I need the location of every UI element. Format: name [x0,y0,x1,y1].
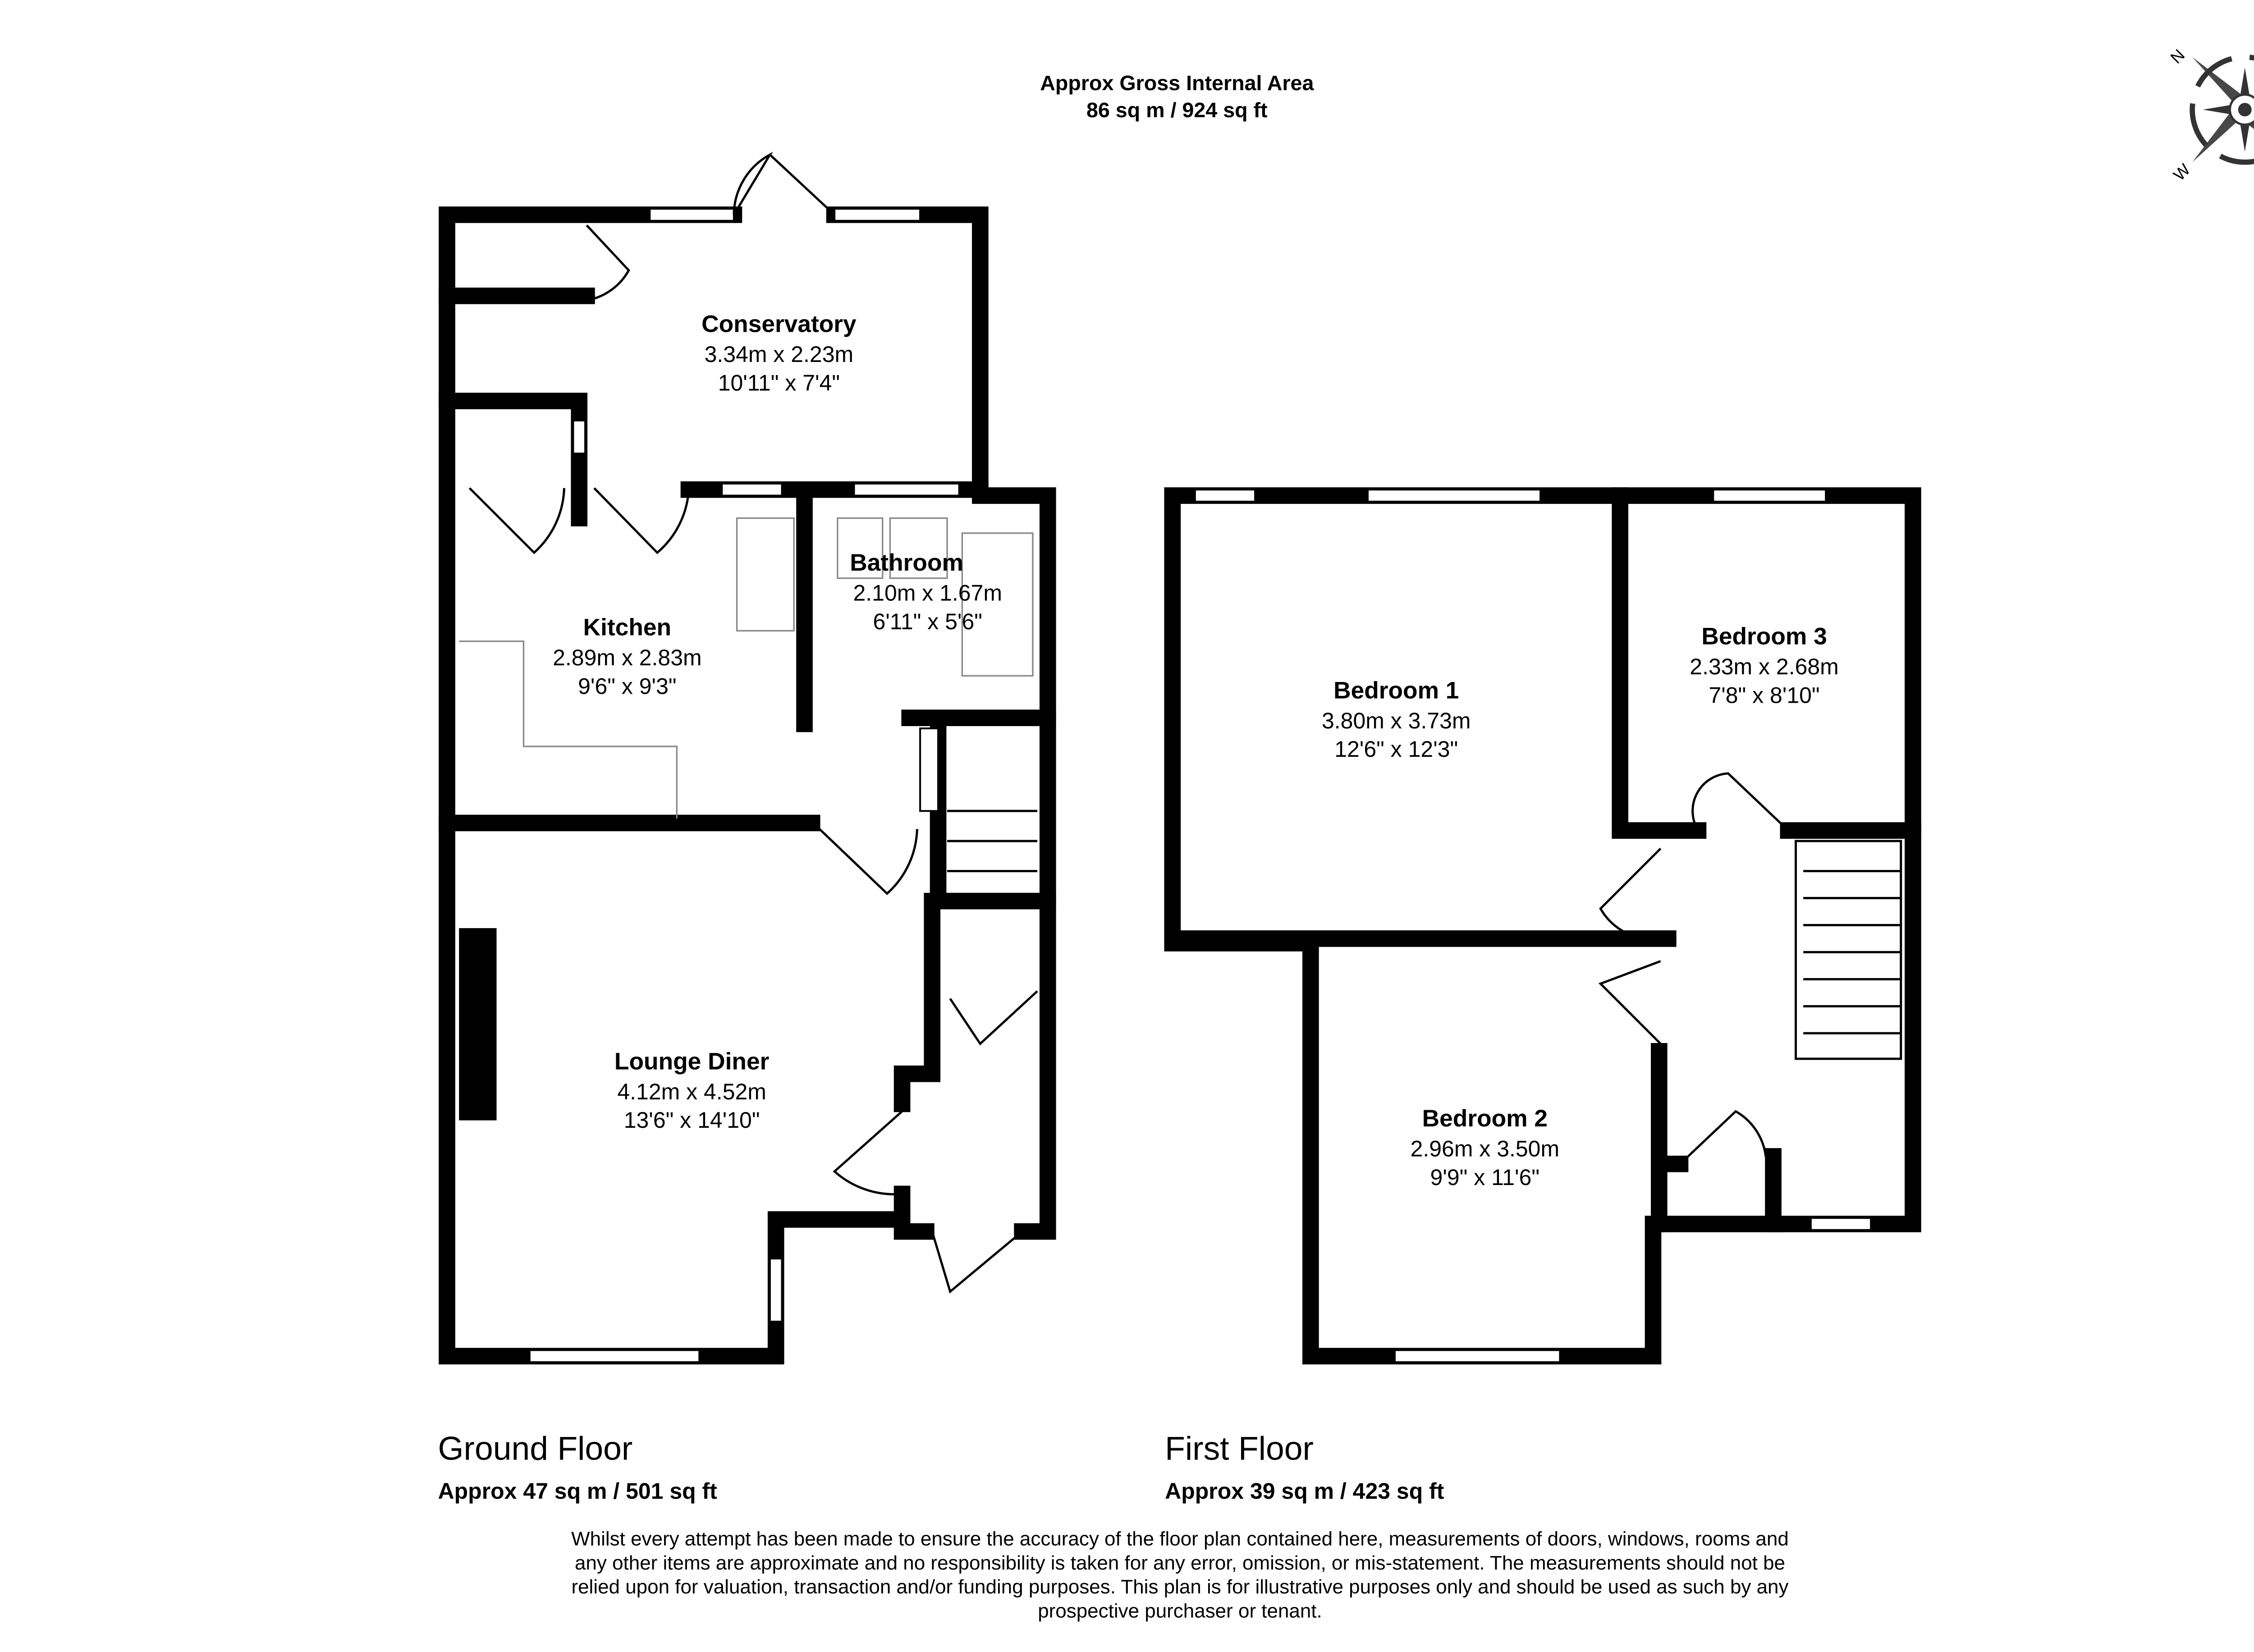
svg-text:9'6" x 9'3": 9'6" x 9'3" [578,673,676,699]
svg-text:2.96m x 3.50m: 2.96m x 3.50m [1411,1136,1560,1162]
svg-text:Whilst every attempt has been: Whilst every attempt has been made to en… [571,1528,1789,1550]
svg-text:10'11" x 7'4": 10'11" x 7'4" [718,370,840,395]
ground-floor-walls [439,151,1056,1364]
svg-text:Lounge Diner: Lounge Diner [614,1048,769,1075]
svg-text:Bedroom 2: Bedroom 2 [1422,1105,1548,1132]
gross-area-value: 86 sq m / 924 sq ft [1086,98,1268,122]
svg-text:12'6" x 12'3": 12'6" x 12'3" [1334,737,1458,762]
room-kitchen: Kitchen 2.89m x 2.83m 9'6" x 9'3" [553,614,702,699]
svg-text:9'9" x 11'6": 9'9" x 11'6" [1430,1165,1540,1190]
first-floor-walls [1164,487,1921,1364]
svg-text:Bedroom 3: Bedroom 3 [1701,623,1827,650]
svg-text:prospective purchaser or tenan: prospective purchaser or tenant. [1038,1600,1322,1622]
svg-text:Kitchen: Kitchen [583,614,671,641]
svg-text:W: W [2170,160,2194,184]
gross-area-title: Approx Gross Internal Area [1040,71,1314,95]
room-bedroom-3: Bedroom 3 2.33m x 2.68m 7'8" x 8'10" [1690,623,1839,708]
room-bathroom: Bathroom 2.10m x 1.67m 6'11" x 5'6" [850,549,1002,634]
svg-text:Bedroom 1: Bedroom 1 [1333,677,1459,704]
svg-text:13'6" x 14'10": 13'6" x 14'10" [624,1107,760,1133]
svg-text:3.80m x 3.73m: 3.80m x 3.73m [1322,708,1471,733]
svg-text:Bathroom: Bathroom [850,549,963,576]
ground-floor-area: Approx 47 sq m / 501 sq ft [438,1478,718,1504]
svg-text:3.34m x 2.23m: 3.34m x 2.23m [705,342,854,367]
room-conservatory: Conservatory 3.34m x 2.23m 10'11" x 7'4" [701,311,857,395]
room-bedroom-2: Bedroom 2 2.96m x 3.50m 9'9" x 11'6" [1411,1105,1560,1190]
svg-text:6'11" x 5'6": 6'11" x 5'6" [873,609,982,634]
first-floor-title: First Floor [1165,1430,1314,1467]
disclaimer: Whilst every attempt has been made to en… [571,1528,1789,1622]
svg-text:7'8" x 8'10": 7'8" x 8'10" [1709,682,1819,708]
ground-floor-title: Ground Floor [438,1430,633,1467]
svg-text:2.10m x 1.67m: 2.10m x 1.67m [853,581,1002,606]
compass-rose-icon: N E S W [2167,46,2254,184]
svg-text:2.89m x 2.83m: 2.89m x 2.83m [553,645,702,670]
room-lounge-diner: Lounge Diner 4.12m x 4.52m 13'6" x 14'10" [614,1048,769,1133]
svg-text:N: N [2167,46,2188,67]
svg-text:Conservatory: Conservatory [701,311,857,337]
first-floor-area: Approx 39 sq m / 423 sq ft [1165,1478,1444,1504]
room-bedroom-1: Bedroom 1 3.80m x 3.73m 12'6" x 12'3" [1322,677,1471,762]
svg-text:any other items are approximat: any other items are approximate and no r… [575,1552,1785,1574]
svg-text:2.33m x 2.68m: 2.33m x 2.68m [1690,654,1839,679]
svg-text:4.12m x 4.52m: 4.12m x 4.52m [617,1079,766,1104]
svg-text:relied upon for valuation, tra: relied upon for valuation, transaction a… [571,1576,1788,1598]
